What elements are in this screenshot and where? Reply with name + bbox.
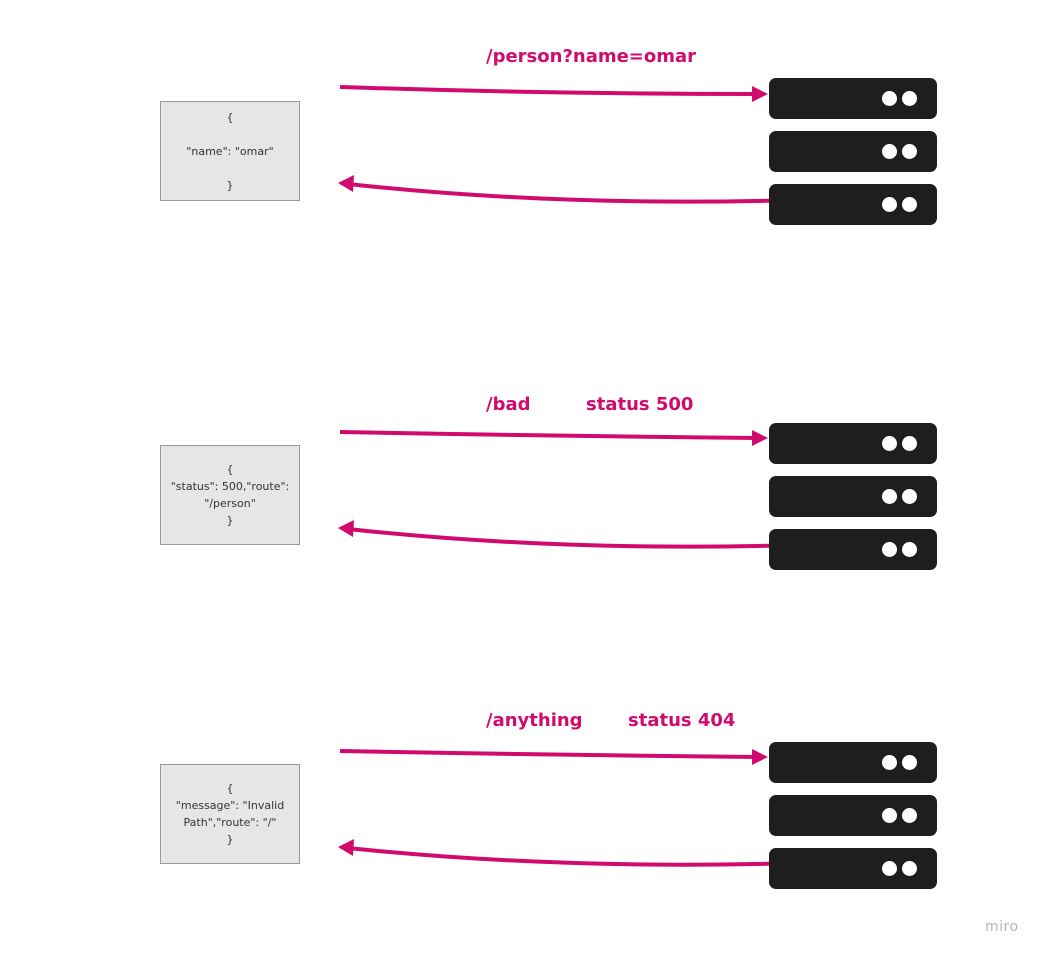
server-led-icon bbox=[902, 861, 917, 876]
json-line: { bbox=[226, 782, 234, 795]
server-led-icon bbox=[902, 436, 917, 451]
server-led-icon bbox=[882, 755, 897, 770]
request-arrowhead bbox=[752, 430, 768, 446]
json-line: "/person" bbox=[204, 497, 256, 510]
server-led-icon bbox=[902, 197, 917, 212]
json-line: "status": 500,"route": bbox=[170, 480, 290, 493]
request-arrow bbox=[339, 749, 761, 759]
miro-watermark: miro bbox=[985, 919, 1019, 935]
json-response-box: { "name": "omar" } bbox=[160, 101, 300, 201]
server-led-icon bbox=[882, 808, 897, 823]
response-arrow bbox=[347, 846, 796, 867]
response-arrowhead bbox=[338, 839, 354, 856]
request-flow-1: /person?name=omar { "name": "omar" } bbox=[0, 0, 1044, 240]
json-line: "name": "omar" bbox=[186, 144, 274, 158]
request-arrow bbox=[339, 430, 761, 440]
server-led-icon bbox=[902, 755, 917, 770]
arrows-3 bbox=[338, 749, 796, 867]
request-flow-2: /bad status 500 { "status": 500,"route":… bbox=[0, 345, 1044, 585]
request-path-label: /bad bbox=[486, 394, 531, 415]
json-line: } bbox=[226, 833, 234, 846]
json-line: } bbox=[226, 514, 234, 527]
server-led-icon bbox=[902, 91, 917, 106]
request-arrowhead bbox=[752, 749, 768, 765]
server-unit-icon bbox=[769, 529, 937, 570]
json-line: { bbox=[226, 110, 234, 124]
server-unit-icon bbox=[769, 131, 937, 172]
json-line: { bbox=[226, 463, 234, 476]
server-unit-icon bbox=[769, 78, 937, 119]
server-unit-icon bbox=[769, 184, 937, 225]
server-led-icon bbox=[882, 489, 897, 504]
request-flow-3: /anything status 404 { "message": "Inval… bbox=[0, 664, 1044, 904]
response-arrowhead bbox=[338, 175, 354, 192]
server-led-icon bbox=[902, 808, 917, 823]
response-arrow bbox=[347, 527, 796, 549]
server-unit-icon bbox=[769, 795, 937, 836]
request-path-label: /person?name=omar bbox=[486, 46, 697, 67]
server-led-icon bbox=[882, 197, 897, 212]
server-led-icon bbox=[882, 861, 897, 876]
json-line: "message": "Invalid bbox=[175, 799, 285, 812]
server-led-icon bbox=[902, 489, 917, 504]
server-unit-icon bbox=[769, 742, 937, 783]
json-response-box: { "message": "Invalid Path","route": "/"… bbox=[160, 764, 300, 864]
server-unit-icon bbox=[769, 848, 937, 889]
server-led-icon bbox=[902, 144, 917, 159]
request-path-label: /anything bbox=[486, 710, 583, 731]
response-arrowhead bbox=[338, 520, 354, 537]
request-arrowhead bbox=[752, 86, 768, 102]
json-line: } bbox=[226, 178, 234, 192]
server-led-icon bbox=[882, 91, 897, 106]
server-led-icon bbox=[882, 436, 897, 451]
arrows-1 bbox=[338, 85, 796, 204]
server-led-icon bbox=[882, 542, 897, 557]
status-label: status 404 bbox=[628, 710, 736, 731]
status-label: status 500 bbox=[586, 394, 694, 415]
request-arrow bbox=[339, 85, 761, 96]
json-line: Path","route": "/" bbox=[183, 816, 277, 829]
response-arrow bbox=[347, 182, 796, 204]
server-led-icon bbox=[882, 144, 897, 159]
server-unit-icon bbox=[769, 423, 937, 464]
server-led-icon bbox=[902, 542, 917, 557]
server-unit-icon bbox=[769, 476, 937, 517]
arrows-2 bbox=[338, 430, 796, 549]
json-response-box: { "status": 500,"route": "/person" } bbox=[160, 445, 300, 545]
